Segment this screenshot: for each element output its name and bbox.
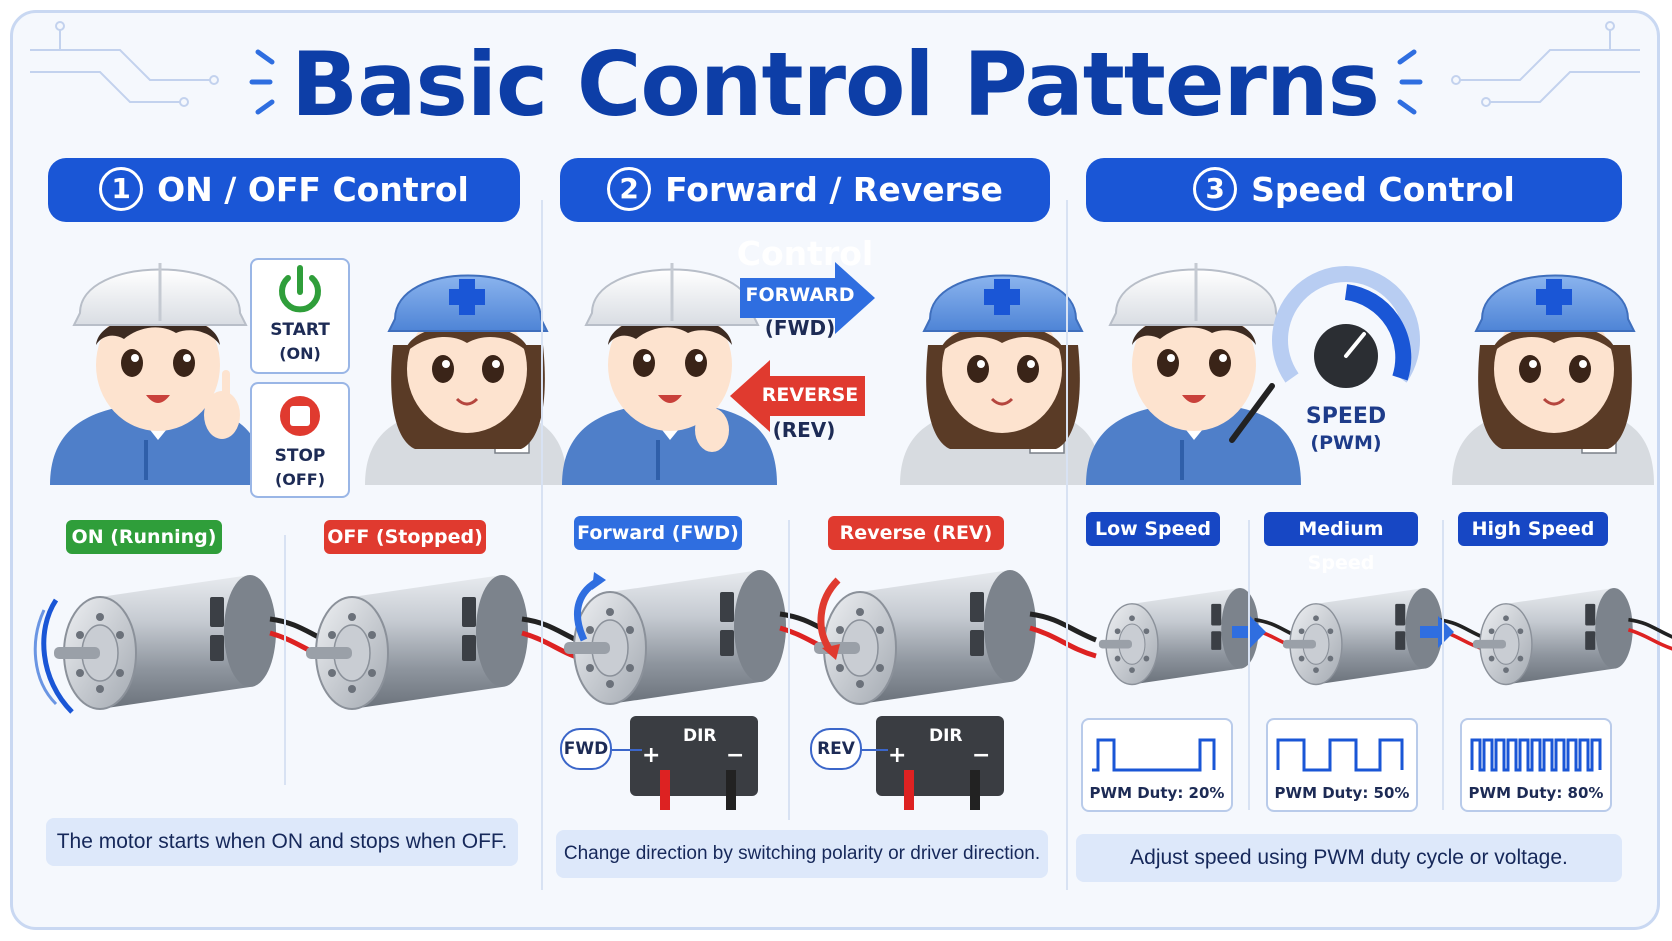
fwd-badge: FWD (560, 728, 612, 770)
pwm-duty-low: PWM Duty: 20% (1089, 784, 1225, 802)
low-speed-tag: Low Speed (1086, 512, 1220, 546)
section-header-speed: 3 Speed Control (1086, 158, 1622, 222)
worker-icon (898, 274, 1104, 487)
pointing-hand-icon (204, 370, 240, 439)
reverse-tag: Reverse (REV) (828, 516, 1004, 550)
motor-icon (564, 570, 846, 704)
caption-speed: Adjust speed using PWM duty cycle or vol… (1076, 834, 1622, 882)
worker-icon (363, 274, 569, 487)
motor-icon (814, 570, 1096, 704)
section-title: ON / OFF Control (157, 170, 469, 209)
pwm-box-medium: PWM Duty: 50% (1266, 718, 1418, 812)
forward-sub-label: (FWD) (764, 316, 836, 340)
subsection-divider (284, 535, 286, 785)
dir-label-rev: DIR (929, 726, 963, 746)
reverse-arrow-icon (730, 360, 865, 432)
vibration-mark (41, 598, 74, 714)
on-running-tag: ON (Running) (66, 520, 222, 554)
subsection-divider (1442, 520, 1444, 810)
forward-arrow-icon (740, 262, 875, 334)
power-icon (279, 265, 321, 313)
stop-button: STOP (OFF) (250, 382, 350, 498)
page-title: Basic Control Patterns (291, 33, 1380, 136)
pwm-wave-80-view (1470, 738, 1602, 772)
off-stopped-tag: OFF (Stopped) (324, 520, 486, 554)
worker-icon (1450, 274, 1656, 487)
rev-badge: REV (810, 728, 862, 770)
caption-onoff: The motor starts when ON and stops when … (46, 818, 518, 866)
start-label: START (270, 320, 330, 340)
subsection-divider (788, 520, 790, 820)
pwm-box-high: PWM Duty: 80% (1460, 718, 1612, 812)
motor-icon (306, 575, 588, 709)
stop-icon (280, 396, 320, 436)
pwm-wave-20-view (1092, 738, 1216, 772)
section-divider (541, 200, 543, 890)
pwm-wave-20 (1092, 738, 1216, 772)
driver-box-fwd: + − (612, 716, 758, 810)
section-header-fwdrev: 2 Forward / Reverse Control (560, 158, 1050, 273)
motor-icon (54, 575, 336, 709)
pwm-wave-80 (1470, 738, 1602, 772)
pointer-stick-icon (1229, 383, 1275, 443)
svg-text:−: − (726, 743, 744, 768)
pwm-box-low: PWM Duty: 20% (1081, 718, 1233, 812)
speed-dial-icon (1272, 266, 1420, 388)
worker-icon (48, 261, 267, 487)
start-button: START (ON) (250, 258, 350, 374)
arrow-right-icon (1420, 616, 1454, 648)
driver-box-rev: + − (858, 716, 1004, 810)
circuit-decoration-left (30, 21, 219, 107)
caption-fwdrev: Change direction by switching polarity o… (556, 830, 1048, 878)
pwm-wave-50 (1276, 738, 1404, 772)
section-number: 3 (1193, 166, 1238, 211)
pwm-duty-high: PWM Duty: 80% (1468, 784, 1604, 802)
section-number: 2 (607, 166, 652, 211)
title-sparks-left (249, 49, 275, 115)
section-header-onoff: 1 ON / OFF Control (48, 158, 520, 222)
worker-icon (1084, 261, 1303, 487)
vibration-mark (33, 609, 58, 706)
title-sparks-right (1397, 49, 1423, 115)
dir-label-fwd: DIR (683, 726, 717, 746)
section-number: 1 (99, 166, 144, 211)
section-title: Forward / Reverse Control (665, 170, 1003, 273)
motor-icon (1281, 586, 1488, 687)
rotation-ccw-icon (817, 577, 841, 653)
motor-icon (1471, 586, 1672, 687)
reverse-sub-label: (REV) (772, 418, 836, 442)
section-divider (1066, 200, 1068, 890)
svg-text:+: + (888, 743, 906, 768)
subsection-divider (1248, 520, 1250, 810)
forward-tag: Forward (FWD) (574, 516, 742, 550)
pwm-duty-medium: PWM Duty: 50% (1274, 784, 1410, 802)
stop-label: STOP (274, 446, 326, 466)
svg-text:−: − (972, 743, 990, 768)
section-title: Speed Control (1251, 170, 1515, 209)
svg-text:+: + (642, 743, 660, 768)
circuit-decoration-right (1451, 21, 1640, 107)
speed-dial-sub: (PWM) (1310, 432, 1382, 454)
motor-icon (1097, 586, 1304, 687)
reverse-arrow-label: REVERSE (761, 384, 859, 406)
pointing-hand-icon (695, 388, 729, 452)
stop-sub: (OFF) (274, 470, 326, 489)
pwm-wave-50-view (1276, 738, 1404, 772)
start-sub: (ON) (279, 344, 321, 363)
medium-speed-tag: Medium Speed (1264, 512, 1418, 574)
high-speed-tag: High Speed (1458, 512, 1608, 546)
forward-arrow-label: FORWARD (745, 284, 855, 306)
speed-dial-label: SPEED (1305, 404, 1387, 429)
